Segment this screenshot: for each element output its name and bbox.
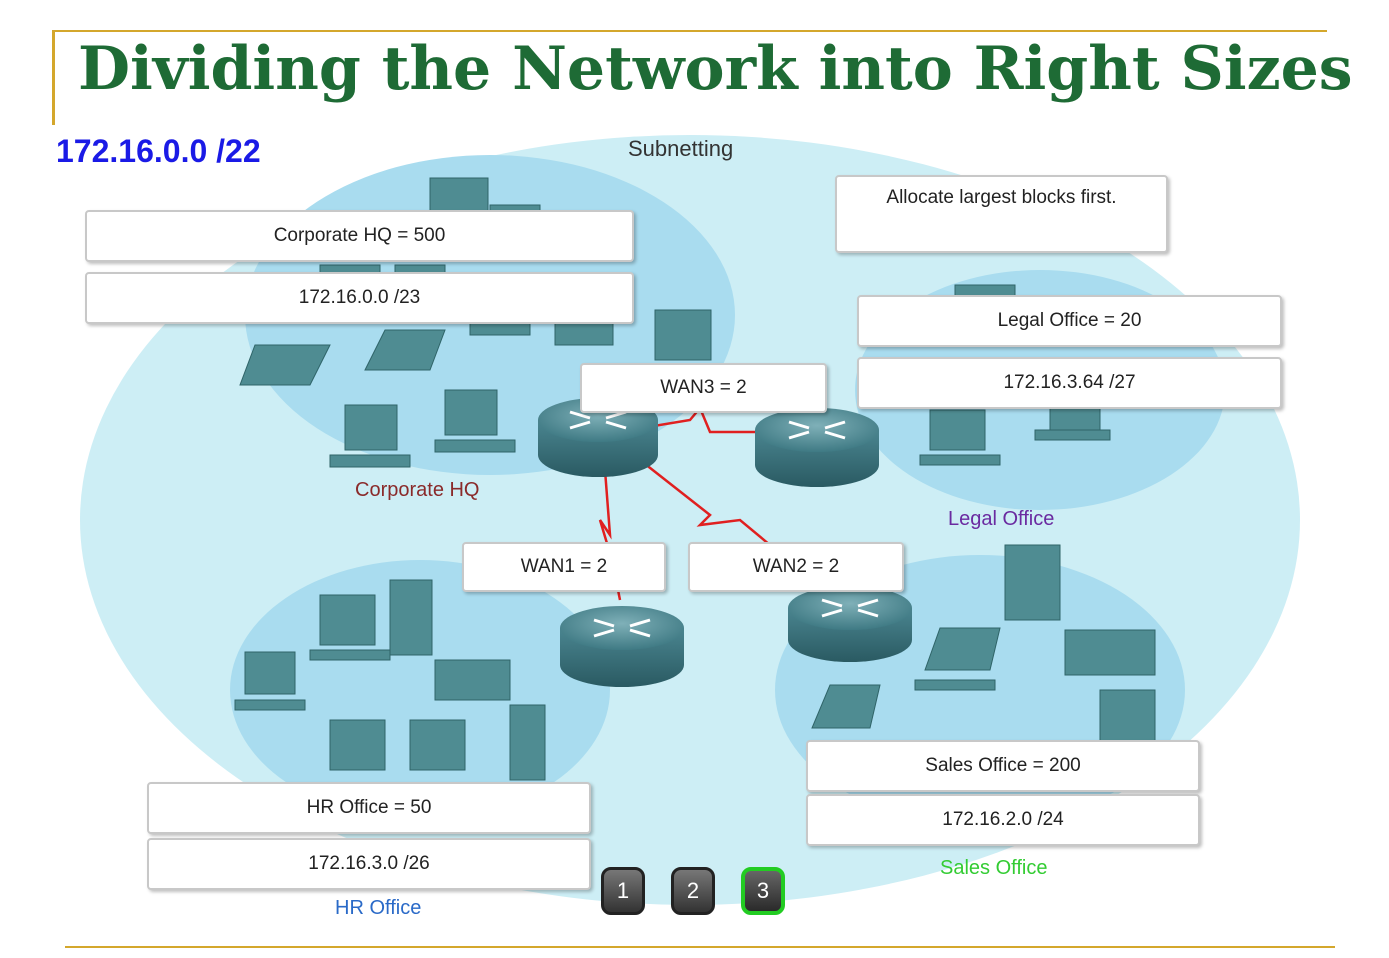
hr-subnet-box: 172.16.3.0 /26 — [147, 838, 591, 890]
sales-requirement-box: Sales Office = 200 — [806, 740, 1200, 792]
legal-subnet-box: 172.16.3.64 /27 — [857, 357, 1282, 409]
hr-computers — [234, 579, 546, 781]
wan3-box: WAN3 = 2 — [580, 363, 827, 413]
sales-label: Sales Office — [940, 857, 1048, 879]
page-title: Dividing the Network into Right Sizes — [78, 34, 1353, 104]
sales-subnet: 172.16.2.0 /24 — [942, 809, 1064, 830]
corporate-subnet: 172.16.0.0 /23 — [298, 287, 421, 308]
network-address: 172.16.0.0 /22 — [56, 133, 261, 169]
legal-subnet: 172.16.3.64 /27 — [1003, 372, 1136, 393]
hr-requirement-box: HR Office = 50 — [147, 782, 591, 834]
note-box: Allocate largest blocks first. — [835, 175, 1168, 253]
wan2-label: WAN2 = 2 — [752, 556, 840, 577]
legal-requirement: Legal Office = 20 — [997, 310, 1142, 331]
hr-requirement: HR Office = 50 — [306, 797, 432, 818]
legal-requirement-box: Legal Office = 20 — [857, 295, 1282, 347]
corporate-requirement: Corporate HQ = 500 — [273, 225, 446, 246]
hr-subnet: 172.16.3.0 /26 — [308, 853, 430, 874]
corporate-requirement-box: Corporate HQ = 500 — [85, 210, 634, 262]
note-text: Allocate largest blocks first. — [886, 187, 1117, 208]
hr-label: HR Office — [335, 897, 422, 919]
router-sales — [788, 586, 912, 662]
frame-top-line — [52, 30, 1327, 32]
step-2-button[interactable]: 2 — [671, 867, 715, 915]
corporate-label: Corporate HQ — [355, 479, 480, 501]
wan1-label: WAN1 = 2 — [520, 556, 608, 577]
step-3-button[interactable]: 3 — [741, 867, 785, 915]
diagram-heading: Subnetting — [628, 136, 734, 161]
wan2-box: WAN2 = 2 — [688, 542, 904, 592]
frame-left-line — [52, 30, 55, 125]
frame-bottom-line — [65, 946, 1335, 948]
wan3-label: WAN3 = 2 — [660, 377, 747, 398]
router-legal — [755, 408, 879, 487]
step-1-button[interactable]: 1 — [601, 867, 645, 915]
legal-label: Legal Office — [948, 508, 1055, 530]
wan1-box: WAN1 = 2 — [462, 542, 666, 592]
corporate-subnet-box: 172.16.0.0 /23 — [85, 272, 634, 324]
router-hr — [560, 606, 684, 687]
sales-subnet-box: 172.16.2.0 /24 — [806, 794, 1200, 846]
sales-requirement: Sales Office = 200 — [925, 755, 1081, 776]
